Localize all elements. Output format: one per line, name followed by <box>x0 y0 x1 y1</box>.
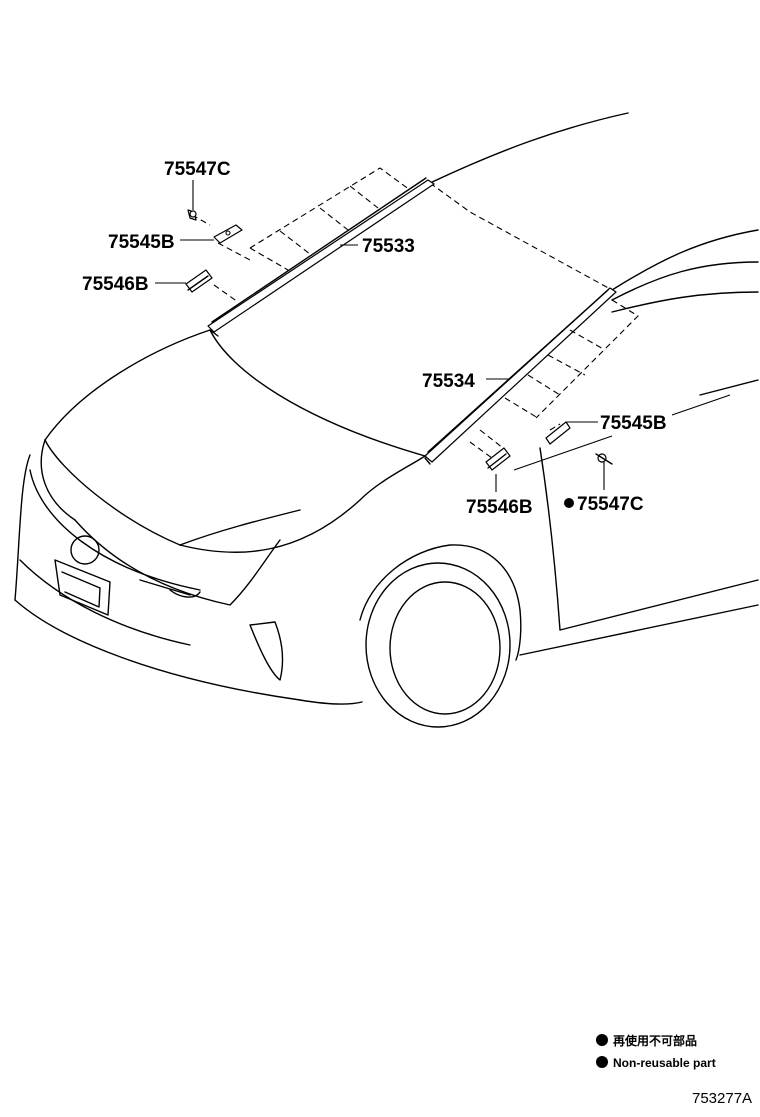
car-body-outline <box>14 112 759 728</box>
alignment-dashes <box>191 167 639 459</box>
callout-moulding-left: 75533 <box>362 236 415 257</box>
moulding-right-part <box>424 287 617 465</box>
callout-moulding-right: 75534 <box>422 371 475 392</box>
bracket-left-part <box>213 224 243 244</box>
callout-bracket-left: 75545B <box>108 232 175 253</box>
retainer-right-part <box>485 447 511 471</box>
callout-retainer-right: 75546B <box>466 497 533 518</box>
legend-bullet-icon <box>596 1034 608 1046</box>
legend-line-en: Non-reusable part <box>613 1056 716 1070</box>
legend-bullet-icon <box>596 1056 608 1068</box>
legend-line-jp: 再使用不可部品 <box>613 1033 697 1048</box>
diagram-code: 753277A <box>692 1090 752 1107</box>
callout-clip-right: 75547C <box>577 494 644 515</box>
callout-bracket-right: 75545B <box>600 413 667 434</box>
bracket-right-part <box>545 421 571 445</box>
clip-left-part <box>187 209 197 221</box>
callout-retainer-left: 75546B <box>82 274 149 295</box>
non-reusable-marker-icon <box>564 498 574 508</box>
leader-lines <box>155 180 731 492</box>
callout-clip-left: 75547C <box>164 159 231 180</box>
clip-right-part <box>595 453 613 465</box>
retainer-left-part <box>185 269 213 293</box>
legend: 再使用不可部品 Non-reusable part <box>596 1033 716 1070</box>
moulding-left-part <box>207 177 435 337</box>
